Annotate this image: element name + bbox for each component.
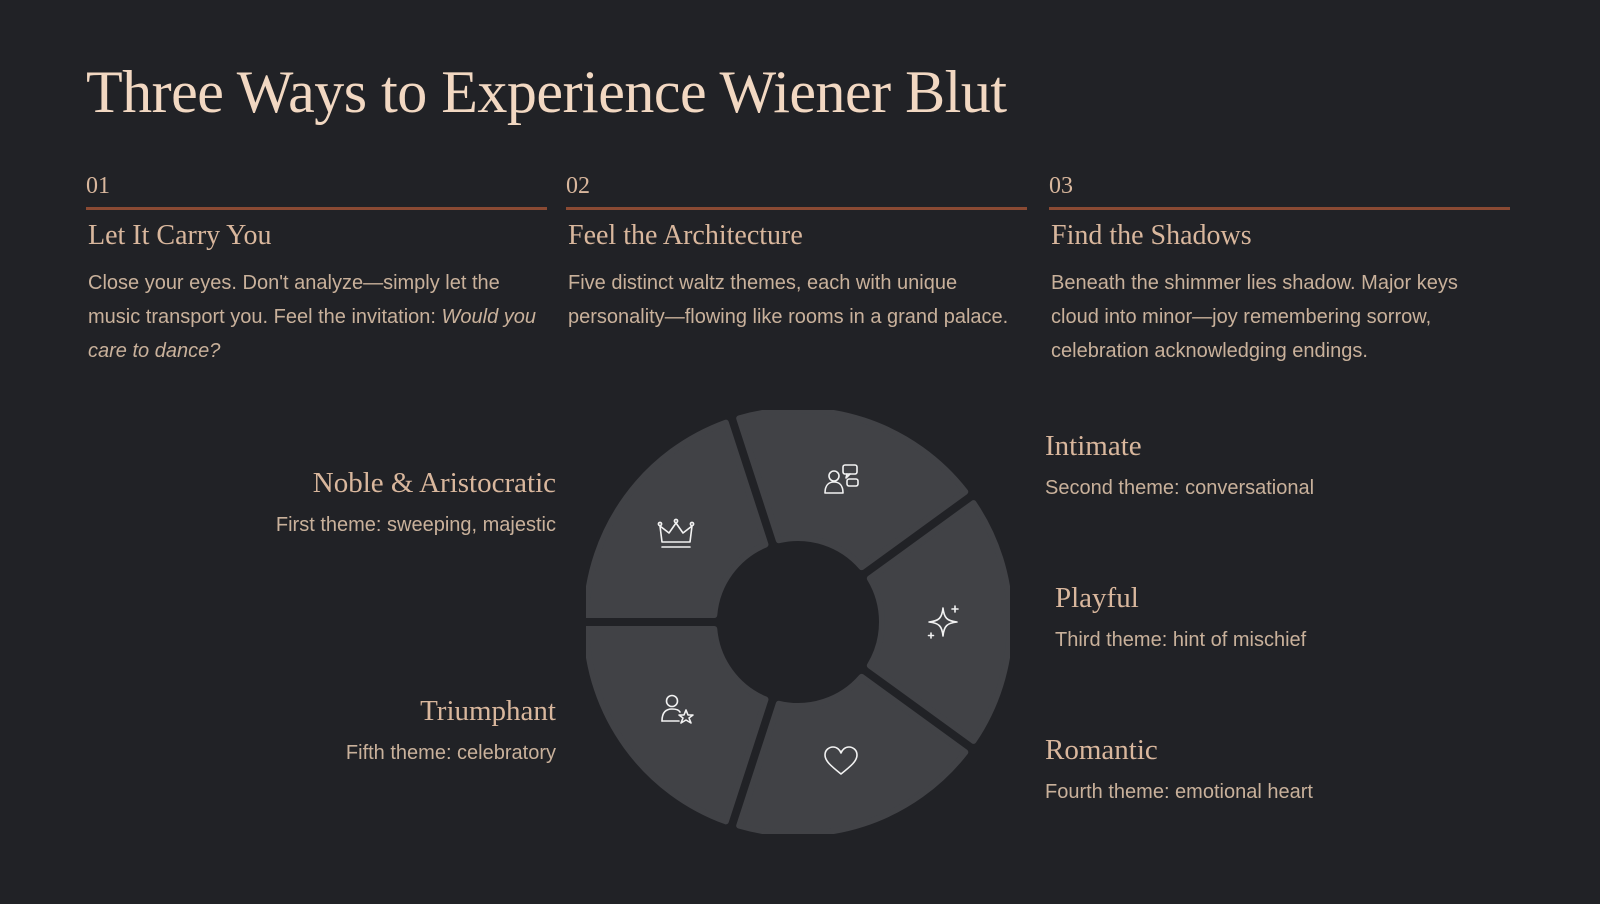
step-body: Close your eyes. Don't analyze—simply le…: [88, 266, 548, 368]
wheel-segment-intimate: [736, 410, 969, 571]
step-divider: [86, 207, 547, 210]
step-heading: Feel the Architecture: [568, 220, 803, 251]
crown-icon: [657, 518, 695, 548]
wheel-segment-romantic: [736, 673, 969, 834]
theme-title: Romantic: [1045, 734, 1158, 766]
theme-desc: Fifth theme: celebratory: [345, 742, 556, 764]
conversation-icon: [824, 464, 859, 494]
step-number: 01: [86, 173, 110, 199]
theme-wheel: [586, 410, 1010, 834]
person-star-icon: [661, 694, 694, 724]
step-column-1: 01 Let It Carry You Close your eyes. Don…: [86, 172, 548, 368]
theme-title: Triumphant: [420, 695, 556, 727]
step-column-2: 02 Feel the Architecture Five distinct w…: [566, 172, 1028, 334]
wheel-segment-playful: [866, 500, 1010, 744]
theme-label-romantic: Romantic Fourth theme: emotional heart: [1045, 733, 1313, 805]
step-divider: [566, 207, 1027, 210]
step-body-text: Close your eyes. Don't analyze—simply le…: [88, 272, 500, 328]
page-title: Three Ways to Experience Wiener Blut: [86, 59, 1007, 125]
theme-desc: First theme: sweeping, majestic: [275, 514, 556, 536]
theme-desc: Second theme: conversational: [1045, 477, 1315, 499]
step-number: 03: [1049, 173, 1073, 199]
wheel-segment-triumphant: [586, 625, 769, 825]
theme-label-intimate: Intimate Second theme: conversational: [1045, 429, 1314, 501]
sparkle-icon: [927, 605, 959, 639]
theme-label-noble: Noble & Aristocratic First theme: sweepi…: [276, 466, 556, 538]
step-heading: Let It Carry You: [88, 220, 272, 251]
step-number: 02: [566, 173, 590, 199]
step-body: Five distinct waltz themes, each with un…: [568, 272, 1009, 328]
theme-label-playful: Playful Third theme: hint of mischief: [1055, 581, 1306, 653]
heart-icon: [824, 746, 858, 775]
theme-desc: Fourth theme: emotional heart: [1045, 781, 1313, 803]
theme-title: Noble & Aristocratic: [312, 467, 556, 499]
theme-title: Playful: [1055, 582, 1139, 614]
theme-label-triumphant: Triumphant Fifth theme: celebratory: [346, 694, 556, 766]
step-divider: [1049, 207, 1510, 210]
step-body: Beneath the shimmer lies shadow. Major k…: [1051, 272, 1458, 362]
step-heading: Find the Shadows: [1051, 220, 1252, 251]
theme-desc: Third theme: hint of mischief: [1055, 629, 1307, 651]
theme-title: Intimate: [1045, 430, 1142, 462]
step-body-emphasis: Would you care to dance?: [88, 306, 536, 362]
step-column-3: 03 Find the Shadows Beneath the shimmer …: [1049, 172, 1511, 368]
